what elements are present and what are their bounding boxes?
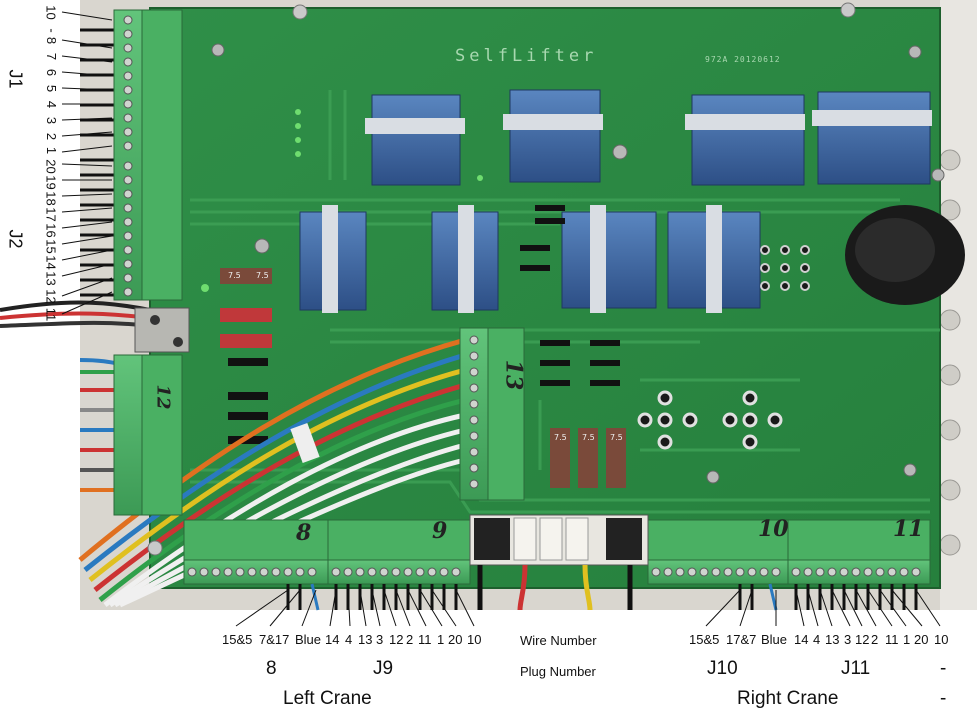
j1-pin-label: 8 <box>44 36 60 45</box>
j1-pin-label: 4 <box>44 100 60 109</box>
wire-number: 14 <box>325 632 340 647</box>
wire-number: 13 <box>825 632 840 647</box>
wire-number: 1 <box>903 632 911 647</box>
wire-number: 4 <box>345 632 353 647</box>
j2-pin-label: 12 <box>43 289 59 304</box>
plug-number: J9 <box>373 658 394 679</box>
j2-pin-label: 19 <box>43 175 59 190</box>
wire-number: 10 <box>934 632 949 647</box>
fuse-rating: 7.5 <box>554 433 567 442</box>
j1-pin-label: 7 <box>44 52 60 61</box>
j2-label: J2 <box>5 229 26 249</box>
right-crane-label: Right Crane <box>737 688 839 709</box>
wire-number-label: Wire Number <box>520 633 597 648</box>
j2-pin-label: 18 <box>43 191 59 206</box>
j1-pin-label: 1 <box>44 146 60 155</box>
j2-pin-label: 15 <box>43 239 59 254</box>
wire-number: 2 <box>871 632 879 647</box>
handwritten-8: 8 <box>296 520 312 546</box>
plug-number: J10 <box>707 658 738 679</box>
wire-number: 10 <box>467 632 482 647</box>
j1-pin-label: 5 <box>44 84 60 93</box>
fuse-rating: 7.5 <box>228 271 241 280</box>
wire-number: 1 <box>437 632 445 647</box>
j1-label: J1 <box>5 69 26 89</box>
fuse-rating: 7.5 <box>582 433 595 442</box>
j2-pin-label: 11 <box>43 307 59 322</box>
wire-number: 3 <box>376 632 384 647</box>
wire-number: 13 <box>358 632 373 647</box>
j1-pin-label: 6 <box>44 68 60 77</box>
handwritten-10: 10 <box>758 516 789 542</box>
j2-pin-label: 20 <box>43 159 59 174</box>
wire-number: Blue <box>295 632 322 647</box>
j1-pin-label: 10 <box>43 5 59 20</box>
wire-number: 12 <box>855 632 870 647</box>
wire-number: 17&7 <box>726 632 757 647</box>
pcb-silkscreen-title: SelfLifter <box>455 46 598 66</box>
plug-number: J11 <box>841 658 871 679</box>
wire-number: 11 <box>885 632 899 647</box>
wire-number: 12 <box>389 632 404 647</box>
plug-number-label: Plug Number <box>520 664 596 679</box>
right-crane-dash: - <box>940 688 947 709</box>
j1-pin-label: 3 <box>44 116 60 125</box>
j1-pin-label: - <box>44 28 60 33</box>
plug-number: - <box>940 658 947 679</box>
fuse-rating: 7.5 <box>610 433 623 442</box>
left-crane-label: Left Crane <box>283 688 372 709</box>
j1-pin-label: 2 <box>44 132 60 141</box>
j2-pin-label: 14 <box>43 255 59 270</box>
wire-number: 20 <box>914 632 929 647</box>
wire-number: 15&5 <box>689 632 720 647</box>
handwritten-9: 9 <box>432 518 448 544</box>
plug-number: 8 <box>266 658 277 679</box>
fuse-rating: 7.5 <box>256 271 269 280</box>
wire-number: 7&17 <box>259 632 290 647</box>
wire-number: 20 <box>448 632 463 647</box>
handwritten-13: 13 <box>500 359 527 391</box>
wire-number: Blue <box>761 632 788 647</box>
handwritten-11: 11 <box>893 516 924 542</box>
pcb-silkscreen-code: 972A 20120612 <box>705 55 781 64</box>
j2-pin-label: 17 <box>43 207 59 222</box>
handwritten-12: 12 <box>152 384 174 410</box>
wire-number: 14 <box>794 632 809 647</box>
j2-pin-label: 13 <box>43 271 59 286</box>
wire-number: 2 <box>406 632 414 647</box>
wire-number: 15&5 <box>222 632 253 647</box>
wire-number: 4 <box>813 632 821 647</box>
wire-number: 3 <box>844 632 852 647</box>
wire-number: 11 <box>418 632 432 647</box>
j2-pin-label: 16 <box>43 223 59 238</box>
